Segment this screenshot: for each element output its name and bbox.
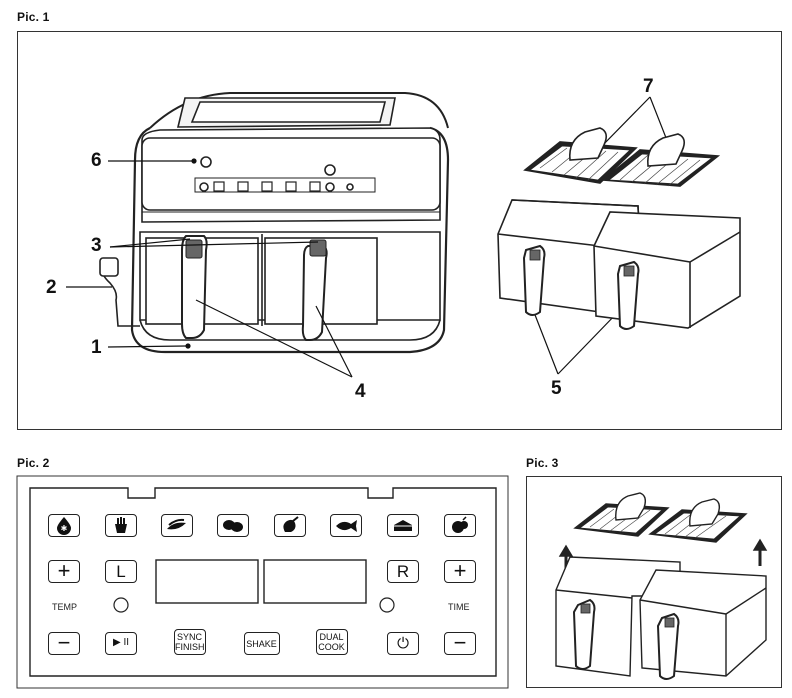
svg-text:✱: ✱: [61, 524, 68, 533]
temp-minus-button[interactable]: −: [48, 632, 80, 655]
dual-cook-button[interactable]: DUAL COOK: [316, 629, 348, 655]
preset-dehydrate-button[interactable]: [444, 514, 476, 537]
right-basket-label: R: [396, 562, 410, 581]
plus-icon: +: [453, 558, 467, 583]
play-pause-icon: ▶ II: [112, 637, 130, 648]
power-icon: ⏻: [397, 634, 409, 652]
cake-icon: [394, 520, 412, 531]
chicken-icon: [283, 516, 299, 532]
preset-defrost-button[interactable]: ✱: [48, 514, 80, 537]
start-pause-button[interactable]: ▶ II: [105, 632, 137, 655]
minus-icon: −: [453, 630, 467, 655]
fish-icon: [336, 520, 357, 532]
sync-finish-button[interactable]: SYNC FINISH: [174, 629, 206, 655]
callout-1: 1: [91, 337, 102, 358]
callout-4: 4: [355, 381, 366, 402]
temp-label: TEMP: [52, 602, 78, 612]
left-basket-label: L: [116, 562, 126, 581]
preset-fries-button[interactable]: [105, 514, 137, 537]
preset-fish-button[interactable]: [330, 514, 362, 537]
pic1-frame: [17, 31, 782, 430]
pic3-label: Pic. 3: [526, 456, 559, 470]
pic3-frame: [526, 476, 782, 688]
right-indicator: [380, 598, 394, 612]
dehydrate-icon: [452, 516, 468, 533]
right-display: [264, 560, 366, 603]
preset-vegetables-button[interactable]: [161, 514, 193, 537]
pic1-label: Pic. 1: [17, 10, 50, 24]
defrost-icon: ✱: [57, 517, 71, 535]
callout-5: 5: [551, 378, 562, 399]
power-button[interactable]: ⏻: [387, 632, 419, 655]
detached-baskets: [497, 127, 741, 330]
dual-label: DUAL: [319, 632, 344, 642]
shake-label: SHAKE: [246, 639, 277, 649]
callout-3: 3: [91, 235, 102, 256]
air-fryer-illustration: [99, 92, 450, 354]
temp-plus-button[interactable]: +: [48, 560, 80, 583]
left-display: [156, 560, 258, 603]
shake-button[interactable]: SHAKE: [244, 632, 280, 655]
vegetables-icon: [167, 518, 186, 530]
time-label: TIME: [448, 602, 470, 612]
sync-label: SYNC: [176, 632, 202, 642]
finish-label: FINISH: [175, 642, 205, 652]
cook-label: COOK: [318, 642, 345, 652]
preset-chicken-button[interactable]: [274, 514, 306, 537]
preset-cake-button[interactable]: [387, 514, 419, 537]
callout-2: 2: [46, 277, 57, 298]
time-plus-button[interactable]: +: [444, 560, 476, 583]
callout-7: 7: [643, 76, 654, 97]
right-basket-button[interactable]: R: [387, 560, 419, 583]
left-indicator: [114, 598, 128, 612]
callout-6: 6: [91, 150, 102, 171]
fries-icon: [115, 517, 127, 533]
pic2-label: Pic. 2: [17, 456, 50, 470]
minus-icon: −: [57, 630, 71, 655]
preset-steak-button[interactable]: [217, 514, 249, 537]
plus-icon: +: [57, 558, 71, 583]
time-minus-button[interactable]: −: [444, 632, 476, 655]
steak-icon: [223, 520, 243, 532]
left-basket-button[interactable]: L: [105, 560, 137, 583]
